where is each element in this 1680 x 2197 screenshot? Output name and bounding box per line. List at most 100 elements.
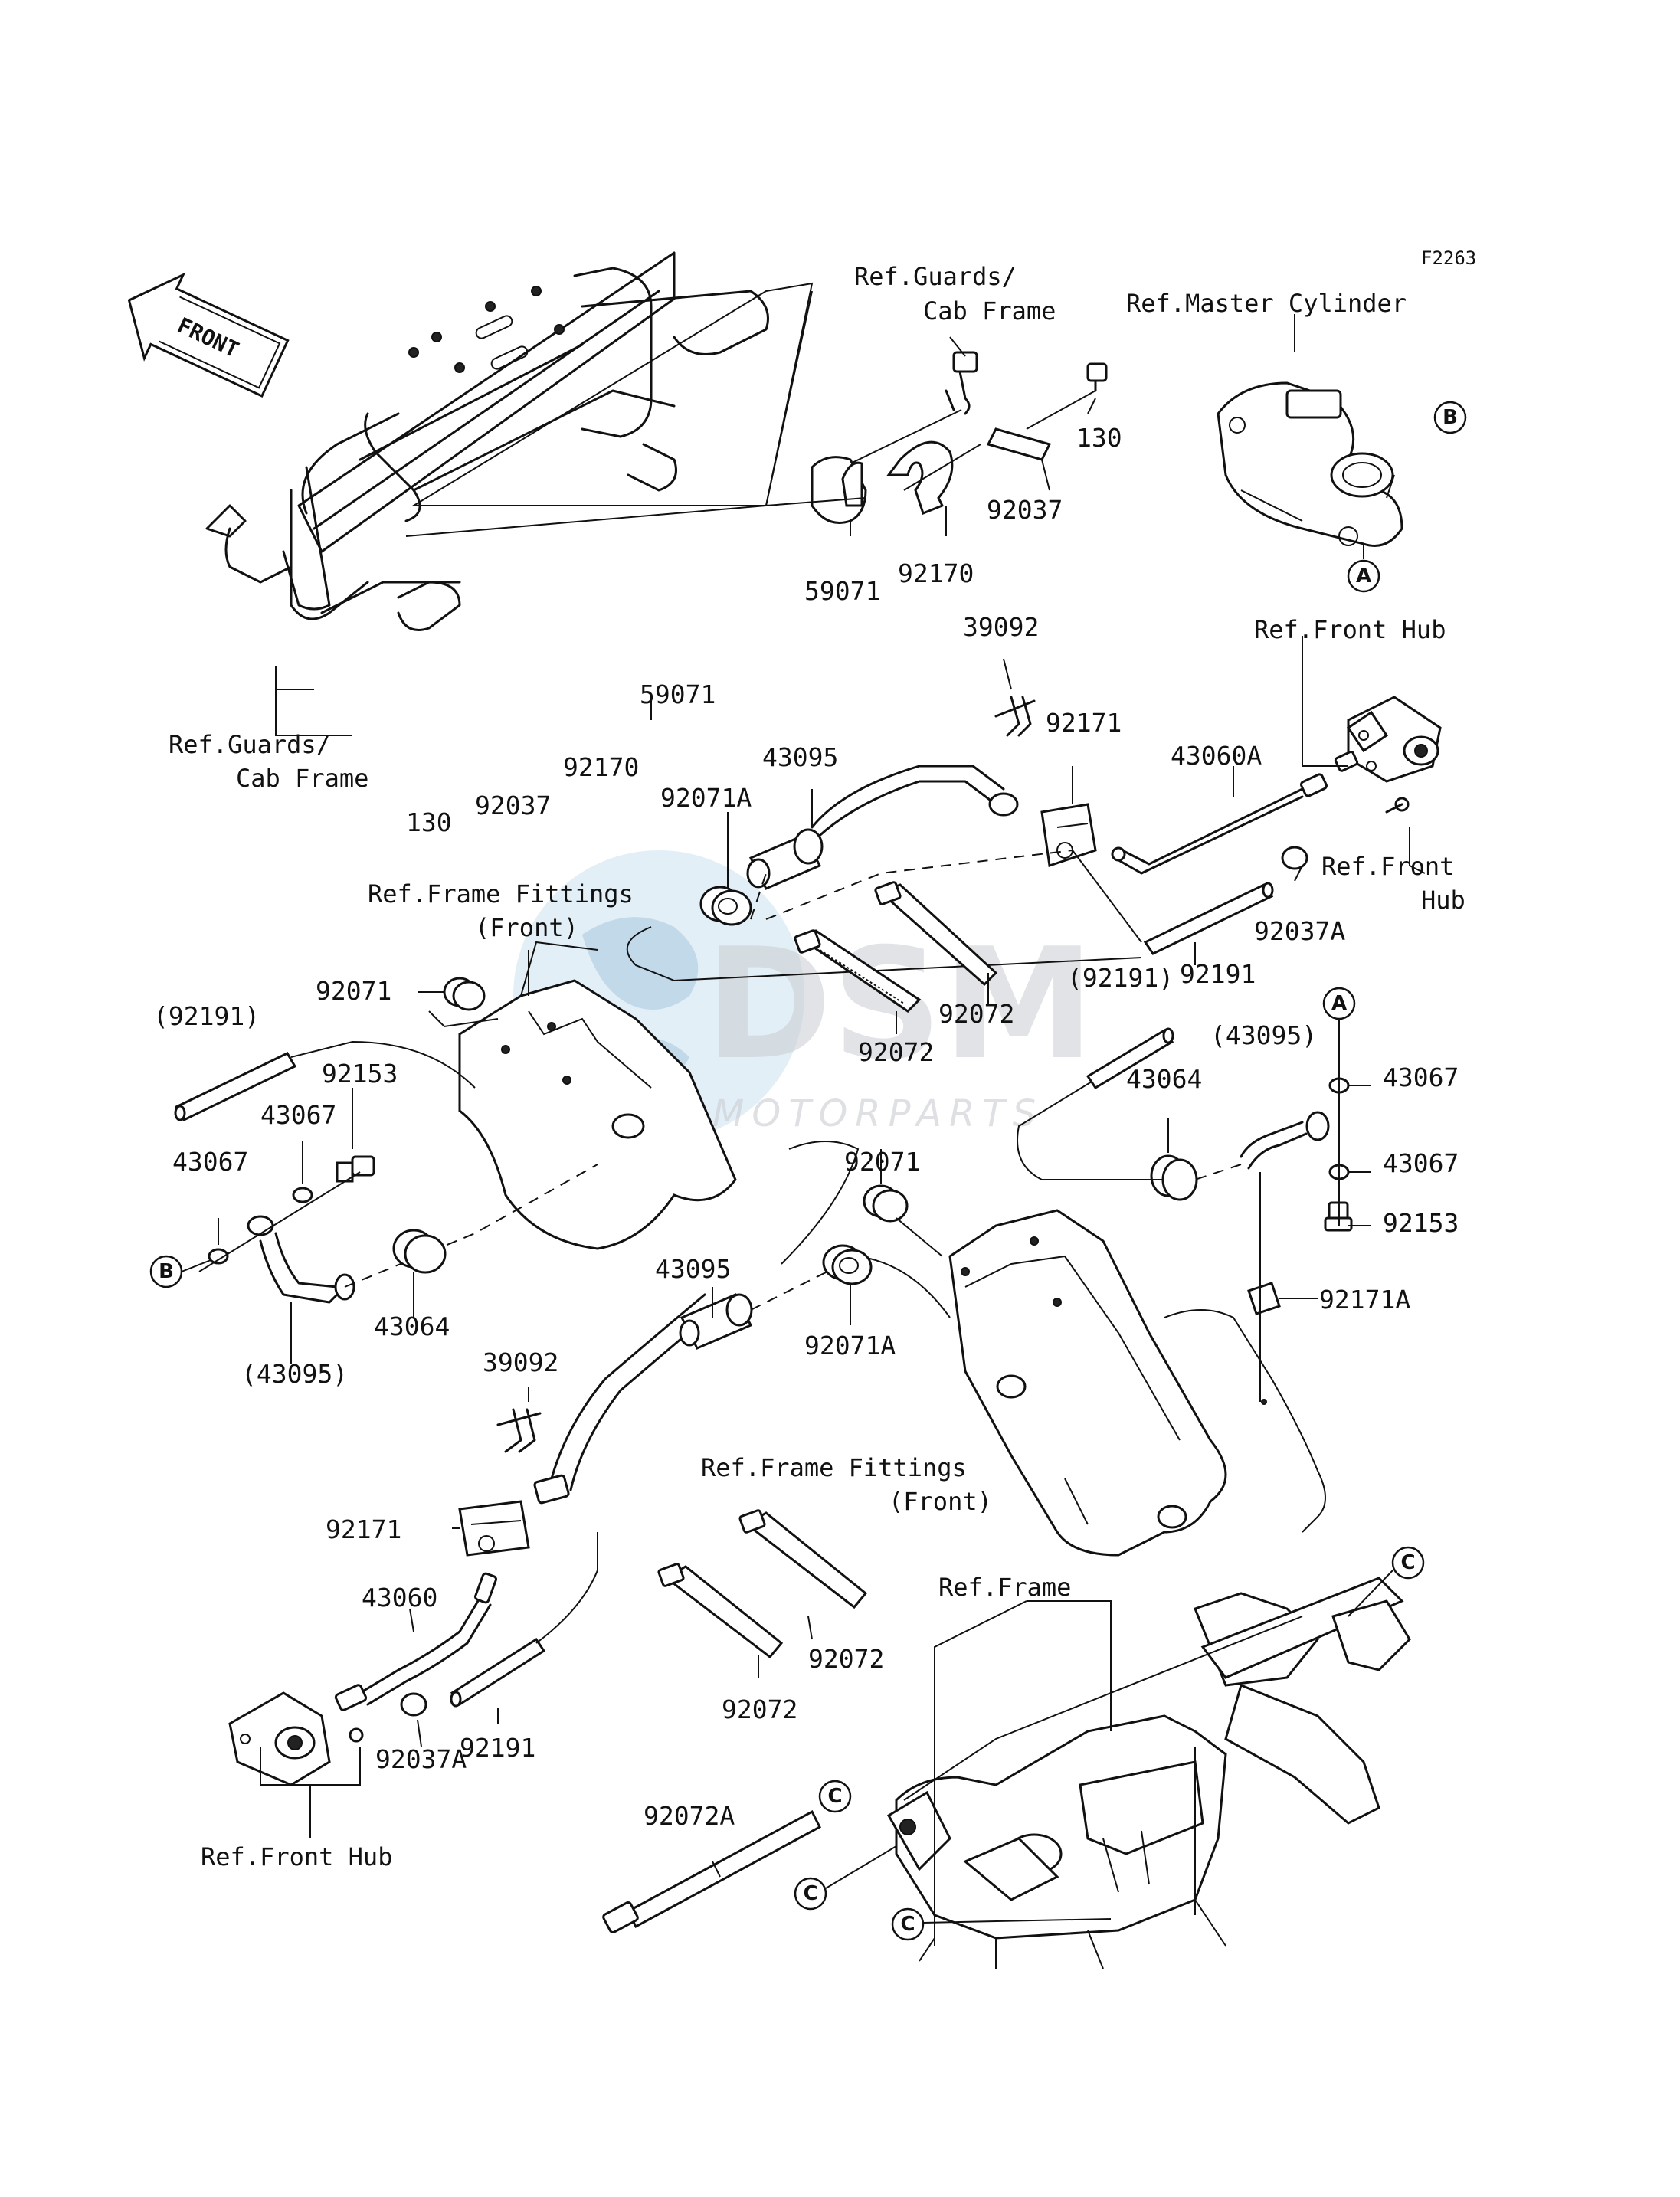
svg-text:A: A	[1356, 565, 1371, 588]
master-cylinder	[1217, 381, 1403, 547]
clip-92171-bottom	[458, 1500, 530, 1557]
tube-92191-bottom	[450, 1637, 546, 1708]
marker-c-left: C	[794, 1877, 827, 1911]
part-92170-mid: 92170	[563, 752, 639, 782]
part-130-top: 130	[1076, 423, 1122, 453]
part-92072a: 92072A	[644, 1801, 735, 1831]
svg-text:C: C	[827, 1785, 842, 1808]
frame-fitting-left	[458, 979, 737, 1250]
part-92071a-top: 92071A	[660, 783, 752, 813]
grommet-92071-mid	[863, 1184, 909, 1223]
part-92037a-bottom: 92037A	[375, 1744, 467, 1774]
part-92037-mid: 92037	[475, 791, 551, 820]
grommet-92071-left	[443, 977, 486, 1011]
tube-92191-right-upper	[1086, 1027, 1174, 1090]
marker-c-frame: C	[1391, 1546, 1425, 1580]
ref-frame-fittings-bottom-line1: Ref.Frame Fittings	[701, 1453, 967, 1482]
marker-b-top: B	[1433, 401, 1467, 434]
marker-c-tie: C	[818, 1780, 852, 1813]
part-43095-paren-left: (43095)	[241, 1359, 348, 1389]
ref-frame-fittings-top-line1: Ref.Frame Fittings	[368, 879, 634, 909]
washer-43067-left-b	[208, 1248, 229, 1265]
marker-b-left: B	[149, 1255, 183, 1288]
part-92072-d: 92072	[722, 1694, 797, 1724]
ref-front-hub-right-line2: Hub	[1421, 886, 1465, 915]
grommet-92071a-mid	[822, 1244, 873, 1285]
part-92191-paren-right: (92191)	[1067, 963, 1174, 993]
part-59071-top: 59071	[804, 576, 880, 606]
part-43095-mid: 43095	[655, 1254, 731, 1284]
part-43060: 43060	[362, 1583, 437, 1613]
ref-guards-left-line1: Ref.Guards/	[169, 730, 331, 759]
banjo-hose-right	[1240, 1111, 1330, 1170]
bushing-43064-left	[392, 1229, 447, 1274]
ref-front-hub-right-line1: Ref.Front	[1321, 852, 1454, 881]
part-59071-mid: 59071	[640, 679, 716, 709]
ref-frame-fittings-bottom-line2: (Front)	[889, 1487, 992, 1516]
front-hub-bottom-left	[228, 1691, 364, 1786]
cable-tie-bottom-b	[657, 1563, 784, 1659]
ref-guards-top-line1: Ref.Guards/	[854, 262, 1017, 291]
part-130-mid: 130	[406, 807, 452, 837]
part-92191-paren-left: (92191)	[153, 1001, 260, 1031]
ref-frame-fittings-top-line2: (Front)	[475, 913, 578, 942]
part-92153-right: 92153	[1383, 1208, 1459, 1238]
marker-a-top: A	[1347, 559, 1380, 593]
svg-text:C: C	[1400, 1551, 1415, 1574]
tube-92191-left	[174, 1052, 297, 1121]
part-92191-bottom: 92191	[460, 1733, 535, 1763]
part-43064-left: 43064	[374, 1311, 450, 1341]
part-43067-left-a: 43067	[260, 1100, 336, 1130]
ref-frame: Ref.Frame	[938, 1573, 1071, 1602]
ref-guards-left-line2: Cab Frame	[236, 764, 368, 793]
front-arrow-icon: FRONT	[127, 272, 290, 398]
svg-text:C: C	[803, 1882, 817, 1905]
ref-front-hub-top: Ref.Front Hub	[1254, 615, 1446, 644]
clip-92171-top	[1040, 803, 1097, 867]
cable-tie-bottom-a	[738, 1509, 868, 1609]
part-92171-top: 92171	[1046, 708, 1122, 738]
part-92171a: 92171A	[1319, 1285, 1410, 1315]
marker-a-right: A	[1322, 987, 1356, 1020]
bolt-92153-left	[336, 1155, 375, 1183]
svg-text:A: A	[1331, 992, 1347, 1015]
cable-tie-upper-b	[794, 929, 922, 1013]
cable-tie-92072a	[602, 1809, 821, 1933]
brake-hose-upper	[746, 765, 1019, 920]
part-92071-left: 92071	[316, 976, 391, 1006]
part-92071a-mid: 92071A	[804, 1331, 896, 1360]
svg-text:B: B	[1443, 406, 1458, 429]
clamp-92037a-right	[1281, 846, 1308, 870]
part-92171-bottom: 92171	[326, 1514, 401, 1544]
clip-39092-mid	[496, 1408, 542, 1453]
part-43064-right: 43064	[1126, 1064, 1202, 1094]
part-39092-mid: 39092	[483, 1347, 558, 1377]
part-92072-a: 92072	[938, 999, 1014, 1029]
marker-c-bottom: C	[891, 1907, 925, 1941]
front-hub-top-right	[1346, 696, 1442, 783]
clip-92171a	[1247, 1282, 1281, 1315]
guards-cab-frame	[205, 251, 814, 631]
bushing-43064-right	[1150, 1154, 1198, 1201]
part-43095-top: 43095	[762, 742, 838, 772]
part-92072-c: 92072	[808, 1644, 884, 1674]
vehicle-frame	[886, 1577, 1411, 1969]
watermark-subtitle: MOTORPARTS	[712, 1092, 1043, 1135]
svg-text:B: B	[159, 1260, 174, 1283]
clamp-92037a-bottom	[400, 1692, 427, 1717]
ref-front-hub-bottom: Ref.Front Hub	[201, 1842, 392, 1871]
brake-hose-left	[247, 1215, 355, 1304]
tube-92191-right	[1143, 882, 1274, 955]
brake-hose-43060	[334, 1572, 497, 1711]
part-92191-right: 92191	[1180, 959, 1256, 989]
svg-text:C: C	[900, 1913, 915, 1936]
part-43067-right-b: 43067	[1383, 1148, 1459, 1178]
frame-fitting-right	[948, 1209, 1227, 1557]
diagram-code: F2263	[1421, 247, 1476, 269]
part-92071-mid: 92071	[844, 1147, 920, 1177]
part-43067-right-a: 43067	[1383, 1062, 1459, 1092]
brake-hose-mid	[533, 1271, 828, 1505]
cable-tie-upper-a	[874, 881, 998, 987]
part-92072-b: 92072	[858, 1037, 934, 1067]
